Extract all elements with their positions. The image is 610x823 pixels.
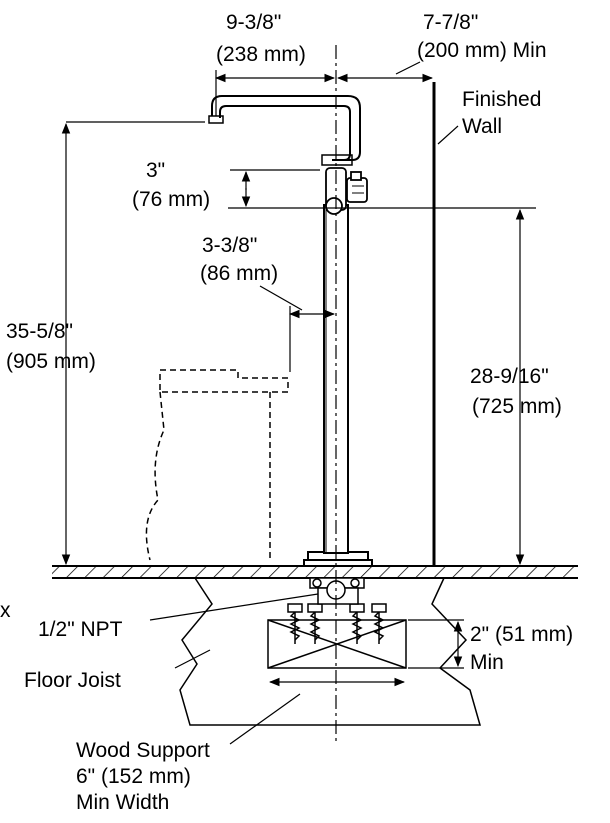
spout-drop-mm-label: (76 mm) — [132, 188, 211, 211]
tub-offset-label: 3-3/8" — [202, 234, 258, 257]
spout-reach-label: 9-3/8" — [226, 11, 282, 34]
spout-reach-mm-label: (238 mm) — [216, 43, 306, 66]
spout-drop-label: 3" — [146, 159, 166, 182]
dimension-lines — [61, 61, 536, 745]
wall-clearance-mm-label: (200 mm) Min — [417, 39, 547, 62]
npt-label: 1/2" NPT — [38, 618, 123, 641]
edge-fragment-label: x — [0, 599, 11, 622]
handle-height-label: 28-9/16" — [470, 365, 549, 388]
wood-support-block — [267, 619, 407, 669]
bathtub-outline — [145, 369, 289, 561]
support-depth-min-label: Min — [470, 651, 504, 674]
wood-support-label-line1: Wood Support — [76, 739, 210, 762]
handle-height-mm-label: (725 mm) — [472, 395, 562, 418]
overall-height-label: 35-5/8" — [6, 320, 73, 343]
wood-support-label-line2: 6" (152 mm) — [76, 765, 191, 788]
overall-height-mm-label: (905 mm) — [6, 350, 96, 373]
floor-joist-label: Floor Joist — [24, 669, 121, 692]
faucet-handle — [325, 167, 368, 215]
faucet-body — [303, 204, 373, 567]
finished-wall-label-line1: Finished — [462, 88, 542, 111]
tub-offset-mm-label: (86 mm) — [200, 262, 279, 285]
support-depth-label: 2" (51 mm) — [470, 623, 574, 646]
supply-fitting — [309, 577, 365, 605]
wall-clearance-label: 7-7/8" — [423, 11, 479, 34]
finished-wall-label-line2: Wall — [462, 115, 503, 138]
floor — [52, 565, 578, 579]
faucet-spout — [208, 95, 361, 166]
mounting-screws — [287, 603, 387, 644]
wood-support-label-line3: Min Width — [76, 791, 170, 814]
